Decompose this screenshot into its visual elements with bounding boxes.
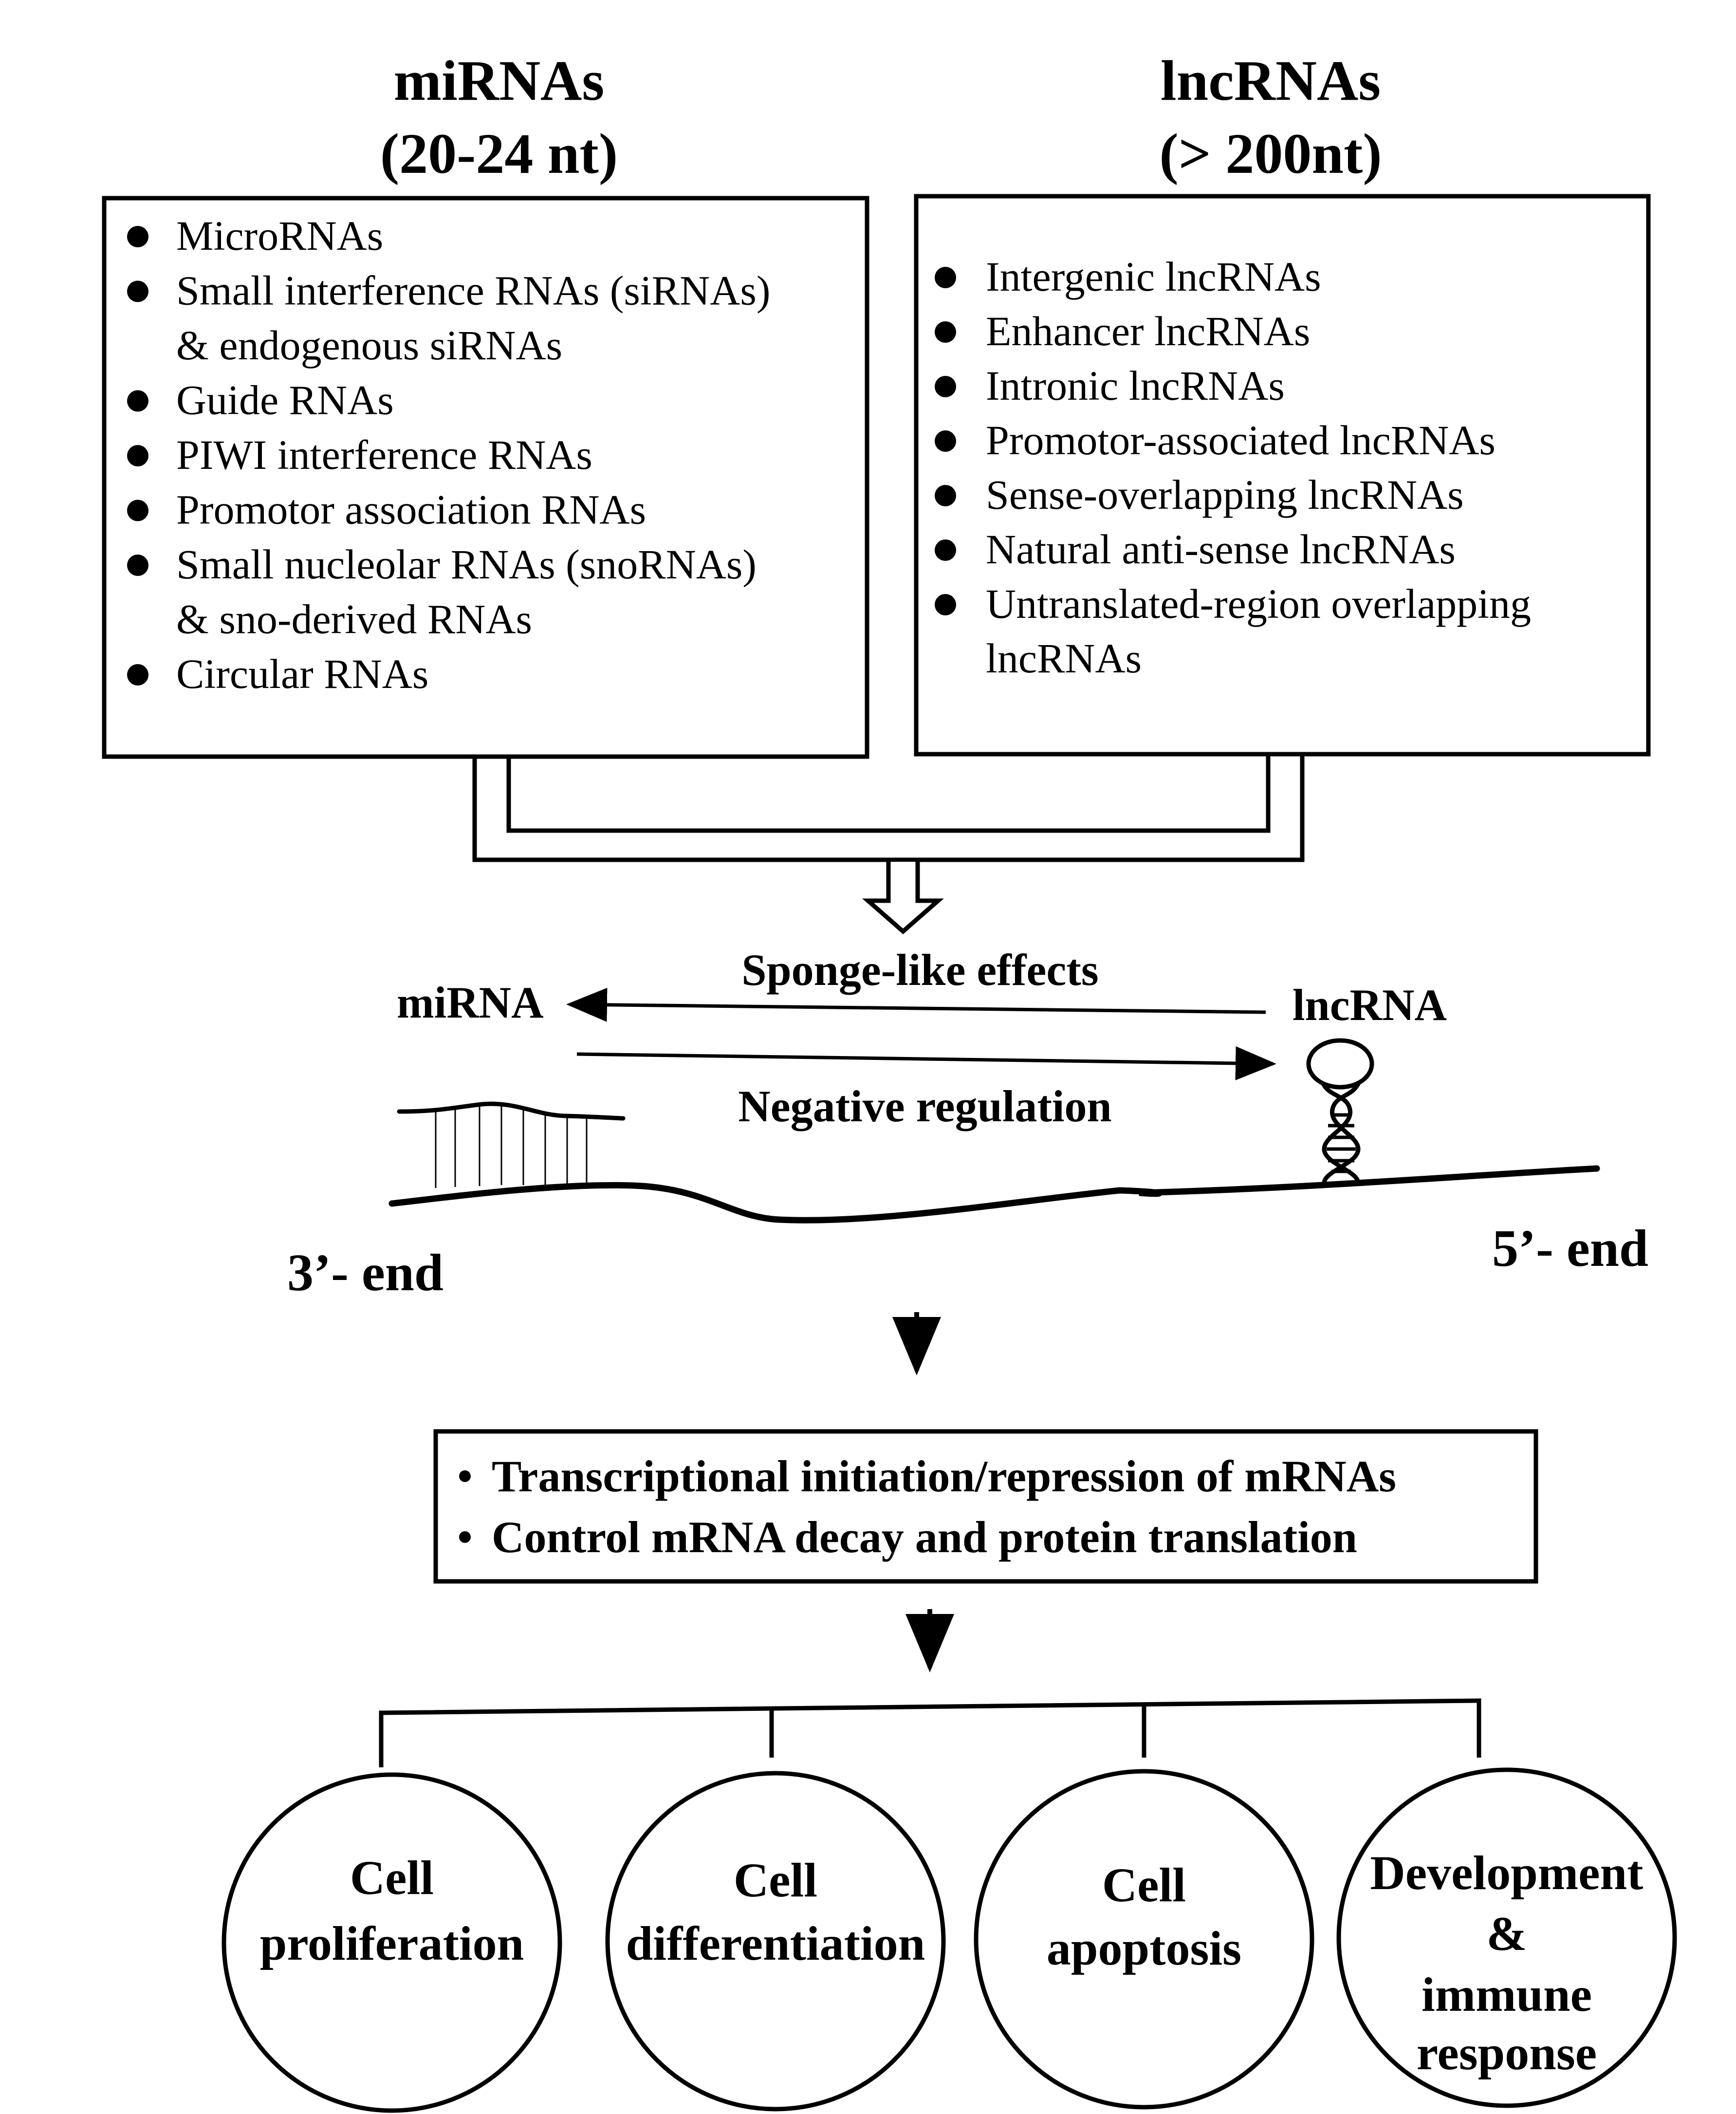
lncrna-type-item-1: Intergenic lncRNAs	[986, 253, 1321, 300]
lncrna-type-item-4: Promotor-associated lncRNAs	[986, 417, 1496, 464]
outcome-4-line-4: response	[1417, 2026, 1597, 2080]
branch-bracket	[379, 1698, 1481, 1767]
negative-regulation-arrow	[576, 1046, 1276, 1080]
lncrna-group-title: lncRNAs	[1161, 49, 1381, 112]
lncrna-type-bullet-5	[935, 485, 956, 506]
lncrna-group-subtitle: (> 200nt)	[1159, 122, 1382, 185]
mirna-label: miRNA	[397, 978, 544, 1027]
mirna-type-bullet-5	[127, 500, 148, 521]
outcome-circle-4	[1336, 1767, 1677, 2108]
merge-connector-inner	[506, 754, 1271, 833]
lncrna-type-item-7-line-2: lncRNAs	[986, 635, 1142, 682]
mirna-types-box	[102, 196, 869, 759]
mirna-type-bullet-6	[127, 555, 148, 576]
mirna-type-bullet-1	[127, 226, 148, 247]
lncrna-hairpin-icon	[1306, 1038, 1374, 1184]
mirna-type-item-2-line-2: & endogenous siRNAs	[176, 322, 562, 369]
mirna-type-bullet-3	[127, 390, 148, 412]
mrna-strand	[388, 1165, 1600, 1224]
lncrna-type-bullet-4	[935, 430, 956, 452]
functions-line-2: Control mRNA decay and protein translati…	[492, 1512, 1357, 1562]
outcome-2-line-2: differentiation	[626, 1916, 925, 1970]
outcome-circle-3	[974, 1769, 1314, 2110]
mirna-group-title: miRNAs	[394, 49, 605, 112]
mirna-strand	[397, 1101, 626, 1121]
merge-connector-outer	[472, 754, 1305, 862]
lncrna-type-bullet-2	[935, 321, 956, 343]
five-prime-end-label: 5’- end	[1492, 1220, 1648, 1278]
outcome-circle-1	[222, 1772, 562, 2113]
mirna-type-bullet-7	[127, 664, 148, 686]
lncrna-type-bullet-7	[935, 594, 956, 615]
functions-bullet-2	[459, 1531, 471, 1543]
functions-box	[433, 1429, 1538, 1584]
mirna-type-bullet-2	[127, 280, 148, 302]
lncrna-types-box	[914, 194, 1651, 757]
outcome-1-line-1: Cell	[350, 1851, 434, 1905]
mirna-type-item-6-line-1: Small nucleolar RNAs (snoRNAs)	[176, 541, 757, 588]
mirna-type-item-1: MicroRNAs	[176, 212, 383, 259]
outcome-1-line-2: proliferation	[260, 1916, 524, 1970]
lncrna-type-item-7-line-1: Untranslated-region overlapping	[986, 580, 1531, 627]
lncrna-type-bullet-3	[935, 376, 956, 397]
outcome-circle-2	[605, 1771, 946, 2112]
lncrna-type-bullet-6	[935, 539, 956, 561]
hollow-down-arrow	[862, 862, 944, 934]
mirna-group-subtitle: (20-24 nt)	[380, 122, 618, 185]
outcome-3-line-1: Cell	[1102, 1858, 1186, 1912]
outcome-4-line-2: &	[1486, 1907, 1527, 1961]
lncrna-type-item-2: Enhancer lncRNAs	[986, 308, 1310, 354]
mirna-type-item-4: PIWI interference RNAs	[176, 431, 592, 478]
mirna-type-bullet-4	[127, 445, 148, 466]
mirna-type-item-7: Circular RNAs	[176, 650, 428, 697]
functions-bullet-1	[459, 1470, 471, 1482]
three-prime-end-label: 3’- end	[287, 1244, 443, 1302]
lncrna-label: lncRNA	[1293, 980, 1447, 1030]
functions-line-1: Transcriptional initiation/repression of…	[492, 1451, 1396, 1501]
outcome-4-line-1: Development	[1370, 1846, 1644, 1900]
lncrna-type-bullet-1	[935, 267, 956, 288]
lncrna-type-item-5: Sense-overlapping lncRNAs	[986, 471, 1464, 518]
lncrna-type-item-6: Natural anti-sense lncRNAs	[986, 526, 1456, 573]
mirna-type-item-2-line-1: Small interference RNAs (siRNAs)	[176, 267, 770, 314]
sponge-arrow	[566, 987, 1266, 1022]
mirna-type-item-5: Promotor association RNAs	[176, 486, 646, 533]
lncrna-type-item-3: Intronic lncRNAs	[986, 362, 1285, 409]
mirna-type-item-3: Guide RNAs	[176, 377, 394, 424]
outcome-4-line-3: immune	[1422, 1967, 1592, 2021]
negative-regulation-label: Negative regulation	[738, 1081, 1111, 1131]
outcome-2-line-1: Cell	[734, 1853, 817, 1907]
outcome-3-line-2: apoptosis	[1047, 1921, 1241, 1975]
base-pair-lines	[435, 1105, 588, 1188]
sponge-like-effects-label: Sponge-like effects	[741, 945, 1098, 995]
mirna-type-item-6-line-2: & sno-derived RNAs	[176, 596, 532, 643]
